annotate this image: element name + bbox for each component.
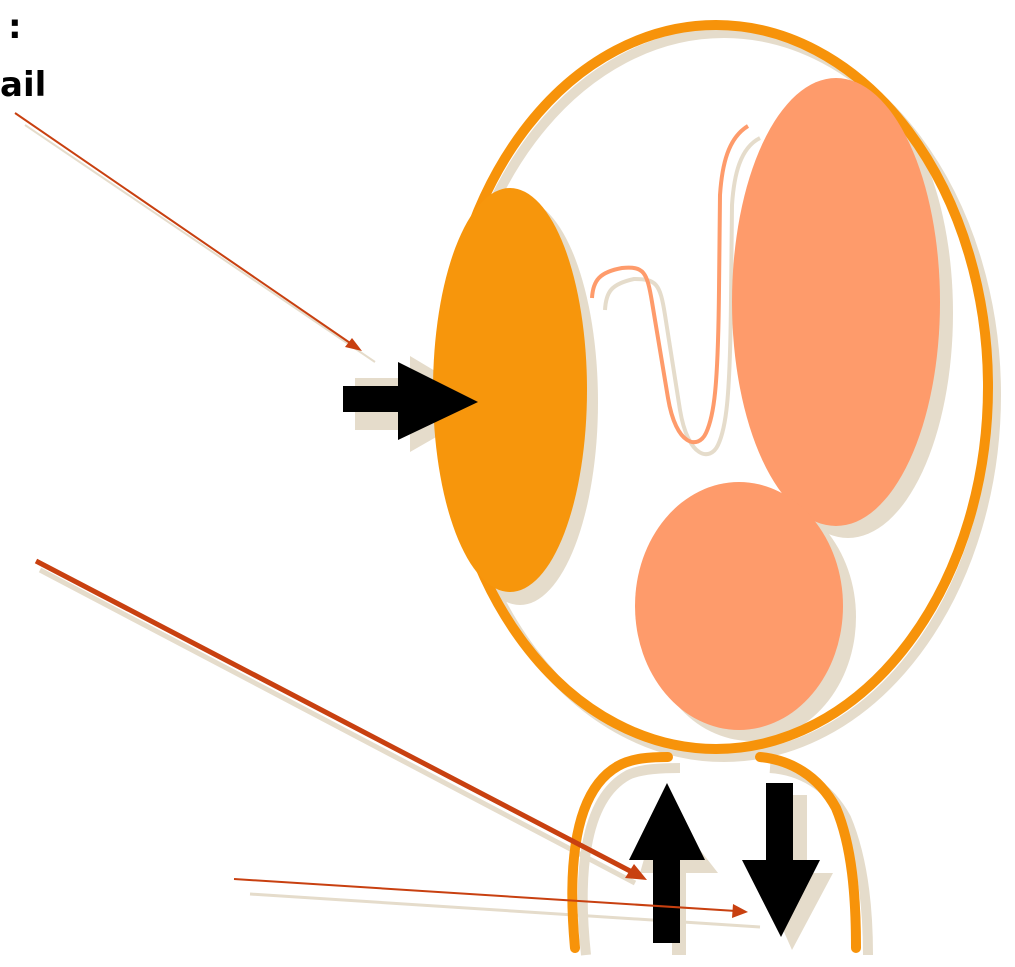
label-colon: : [8, 7, 22, 47]
pointer-line-upper [15, 113, 353, 345]
right-salmon-body [732, 78, 940, 526]
pointer-head-upper [345, 338, 362, 351]
bottom-salmon-body [635, 482, 843, 730]
pointer-head-lower [732, 904, 748, 918]
label-ail: ail [0, 65, 46, 105]
left-orange-organ [433, 188, 587, 592]
pointer-line-middle [36, 561, 632, 872]
